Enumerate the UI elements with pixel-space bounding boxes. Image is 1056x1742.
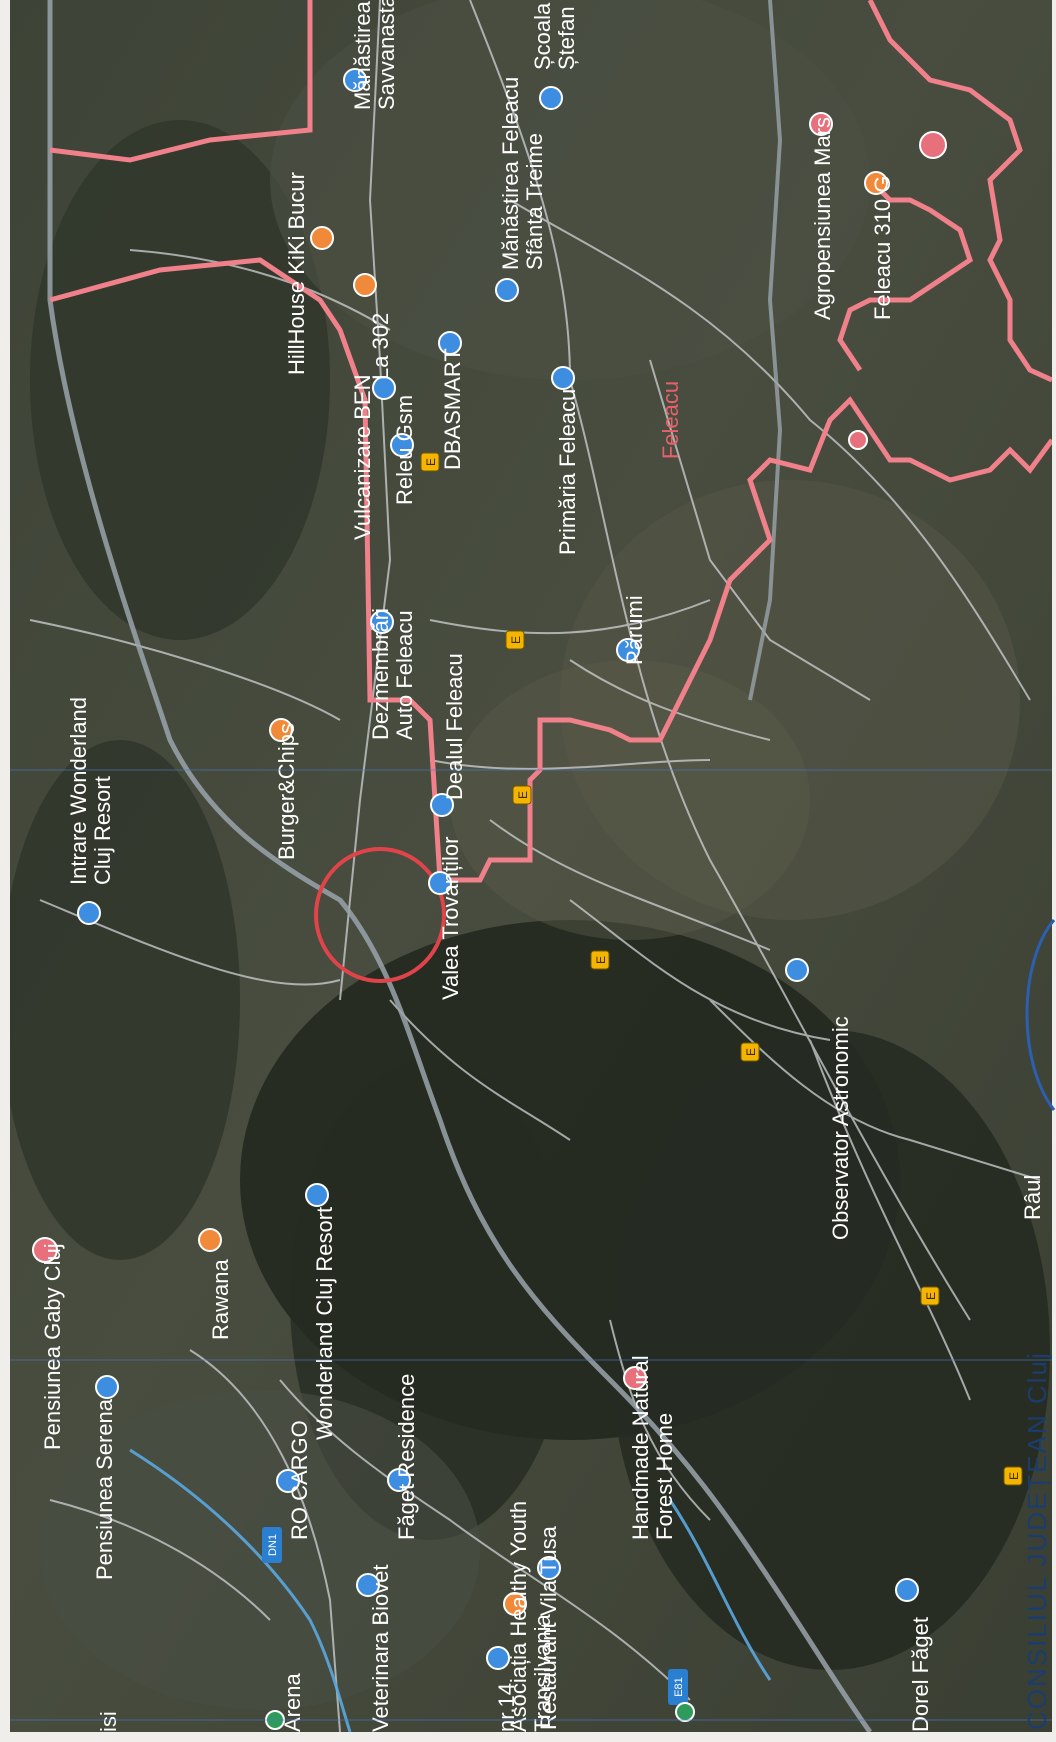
village-area bbox=[40, 1390, 480, 1710]
poi-marker-icon[interactable] bbox=[428, 871, 452, 895]
poi-marker-icon[interactable] bbox=[503, 1592, 527, 1616]
svg-text:E: E bbox=[509, 636, 523, 644]
blue-road bbox=[668, 1499, 772, 1681]
poi-marker-icon[interactable] bbox=[370, 610, 394, 634]
stamp-text: CONSILIUL JUDEȚEAN Cluj bbox=[1022, 1351, 1052, 1730]
stamp-area: CONSILIUL JUDEȚEAN Cluj bbox=[1022, 919, 1056, 1730]
label-healthy-youth: Asociația Healthy YouthTransilvania bbox=[506, 1501, 555, 1732]
label-faget-res: Făget Residence bbox=[394, 1374, 419, 1540]
svg-text:E: E bbox=[744, 1048, 758, 1056]
label-manastirea-sfv: MănăstireaSavvanastasis bbox=[350, 0, 399, 110]
blue-road bbox=[129, 1448, 352, 1732]
field-area bbox=[450, 660, 810, 940]
field-area bbox=[560, 480, 1020, 920]
main-road bbox=[47, 0, 873, 1732]
label-releugsm: Releu Gsm bbox=[392, 395, 417, 505]
forest-patch bbox=[10, 740, 240, 1260]
label-vila-tusa: Restaurant Vila Tusa bbox=[536, 1525, 561, 1730]
label-valea: Valea Trovanților bbox=[438, 837, 463, 1000]
label-observator: Observator Astronomic bbox=[828, 1016, 853, 1240]
poi-labels: MănăstireaSavvanastasis Școala GiȘtefan … bbox=[40, 0, 1045, 1732]
label-la302: La 302 bbox=[368, 313, 393, 380]
satellite-map[interactable]: Feleacu E E E E E E E DN1 E81 bbox=[10, 0, 1052, 1732]
poi-marker-icon[interactable] bbox=[77, 901, 101, 925]
label-wonderland: Wonderland Cluj Resort bbox=[312, 1207, 337, 1440]
poi-marker-icon[interactable] bbox=[616, 638, 640, 662]
poi-marker-icon[interactable] bbox=[269, 718, 293, 742]
poi-marker-icon[interactable] bbox=[551, 366, 575, 390]
label-raul: Râul bbox=[1020, 1175, 1045, 1220]
label-rocargo: RO CARGO bbox=[287, 1420, 312, 1540]
svg-text:DN1: DN1 bbox=[267, 1534, 279, 1556]
label-scoala: Școala GiȘtefan Mi bbox=[530, 0, 579, 70]
poi-marker-icon[interactable] bbox=[486, 1646, 510, 1670]
svg-text:E: E bbox=[424, 458, 438, 466]
label-rawana: Rawana bbox=[208, 1259, 233, 1340]
minor-roads bbox=[29, 0, 1041, 1732]
poi-marker-icon[interactable] bbox=[809, 112, 833, 136]
svg-text:E: E bbox=[924, 1292, 938, 1300]
poi-marker-icon[interactable] bbox=[919, 131, 947, 159]
stamp-circle bbox=[1025, 919, 1056, 1111]
label-nr14: nr.14 bbox=[494, 1683, 519, 1732]
poi-marker-icon[interactable] bbox=[343, 68, 367, 92]
svg-text:E: E bbox=[594, 956, 608, 964]
poi-markers[interactable] bbox=[32, 68, 947, 1730]
svg-text:E81: E81 bbox=[673, 1677, 685, 1697]
label-dorel: Dorel Făget bbox=[908, 1617, 933, 1732]
label-vulcanizare: Vulcanizare BEN bbox=[350, 375, 375, 540]
poi-marker-icon[interactable] bbox=[675, 1702, 695, 1722]
poi-marker-icon[interactable] bbox=[848, 430, 868, 450]
route-shields: E E E E E E E bbox=[420, 452, 1023, 1486]
label-parumi: Părumi bbox=[622, 595, 647, 665]
label-gaby: Pensiunea Gaby Cluj bbox=[40, 1243, 65, 1450]
poi-marker-icon[interactable] bbox=[198, 1228, 222, 1252]
label-intrare-wonderland: Intrare WonderlandCluj Resort bbox=[66, 697, 115, 885]
poi-marker-icon[interactable] bbox=[310, 226, 334, 250]
forest-patch bbox=[30, 120, 330, 640]
highlighted-area-circle[interactable] bbox=[314, 847, 446, 983]
admin-boundary bbox=[49, 0, 1052, 883]
label-burger: Burger&Chips bbox=[274, 723, 299, 860]
label-hillhouse: HillHouse KiKi Bucur bbox=[284, 172, 309, 375]
label-primaria: Primăria Feleacu bbox=[555, 389, 580, 555]
poi-marker-icon[interactable] bbox=[539, 86, 563, 110]
poi-marker-icon[interactable] bbox=[623, 1366, 647, 1390]
label-manastirea-sf: Mănăstirea FeleacuSfânta Treime bbox=[498, 77, 547, 270]
svg-text:E: E bbox=[516, 791, 530, 799]
label-dezmembrari: DezmembrăriAuto Feleacu bbox=[368, 608, 417, 740]
label-feleacu3106: Feleacu 310 G bbox=[870, 176, 895, 320]
poi-marker-icon[interactable] bbox=[32, 1237, 58, 1263]
poi-marker-icon[interactable] bbox=[387, 1468, 411, 1492]
poi-marker-icon[interactable] bbox=[438, 331, 462, 355]
main-road-feleacu bbox=[748, 0, 783, 701]
label-agropensiunea: Agropensiunea Mars bbox=[810, 117, 835, 320]
label-handmade: Handmade NaturalForest Home bbox=[628, 1355, 677, 1540]
svg-text:E: E bbox=[1007, 1472, 1021, 1480]
poi-marker-icon[interactable] bbox=[353, 273, 377, 297]
poi-marker-icon[interactable] bbox=[537, 1556, 561, 1580]
poi-marker-icon[interactable] bbox=[305, 1183, 329, 1207]
label-dbasmart: DBASMART bbox=[440, 348, 465, 470]
poi-marker-icon[interactable] bbox=[864, 171, 888, 195]
poi-marker-icon[interactable] bbox=[895, 1578, 919, 1602]
poi-marker-icon[interactable] bbox=[356, 1573, 380, 1597]
poi-marker-icon[interactable] bbox=[430, 793, 454, 817]
poi-marker-icon[interactable] bbox=[390, 433, 414, 457]
settlement-label-feleacu: Feleacu bbox=[658, 381, 683, 459]
label-veterinara: Veterinara Biovet bbox=[368, 1564, 393, 1732]
label-serena: Pensiunea Serena bbox=[92, 1398, 117, 1580]
label-dealul: Dealul Feleacu bbox=[442, 653, 467, 800]
label-arena: Arena bbox=[280, 1673, 305, 1732]
poi-marker-icon[interactable] bbox=[276, 1469, 300, 1493]
poi-marker-icon[interactable] bbox=[372, 376, 396, 400]
village-area bbox=[270, 0, 870, 380]
poi-marker-icon[interactable] bbox=[495, 278, 519, 302]
poi-marker-icon[interactable] bbox=[785, 958, 809, 982]
road-badges: DN1 E81 bbox=[262, 1527, 688, 1705]
poi-marker-icon[interactable] bbox=[95, 1375, 119, 1399]
label-isi: isi bbox=[96, 1711, 121, 1732]
